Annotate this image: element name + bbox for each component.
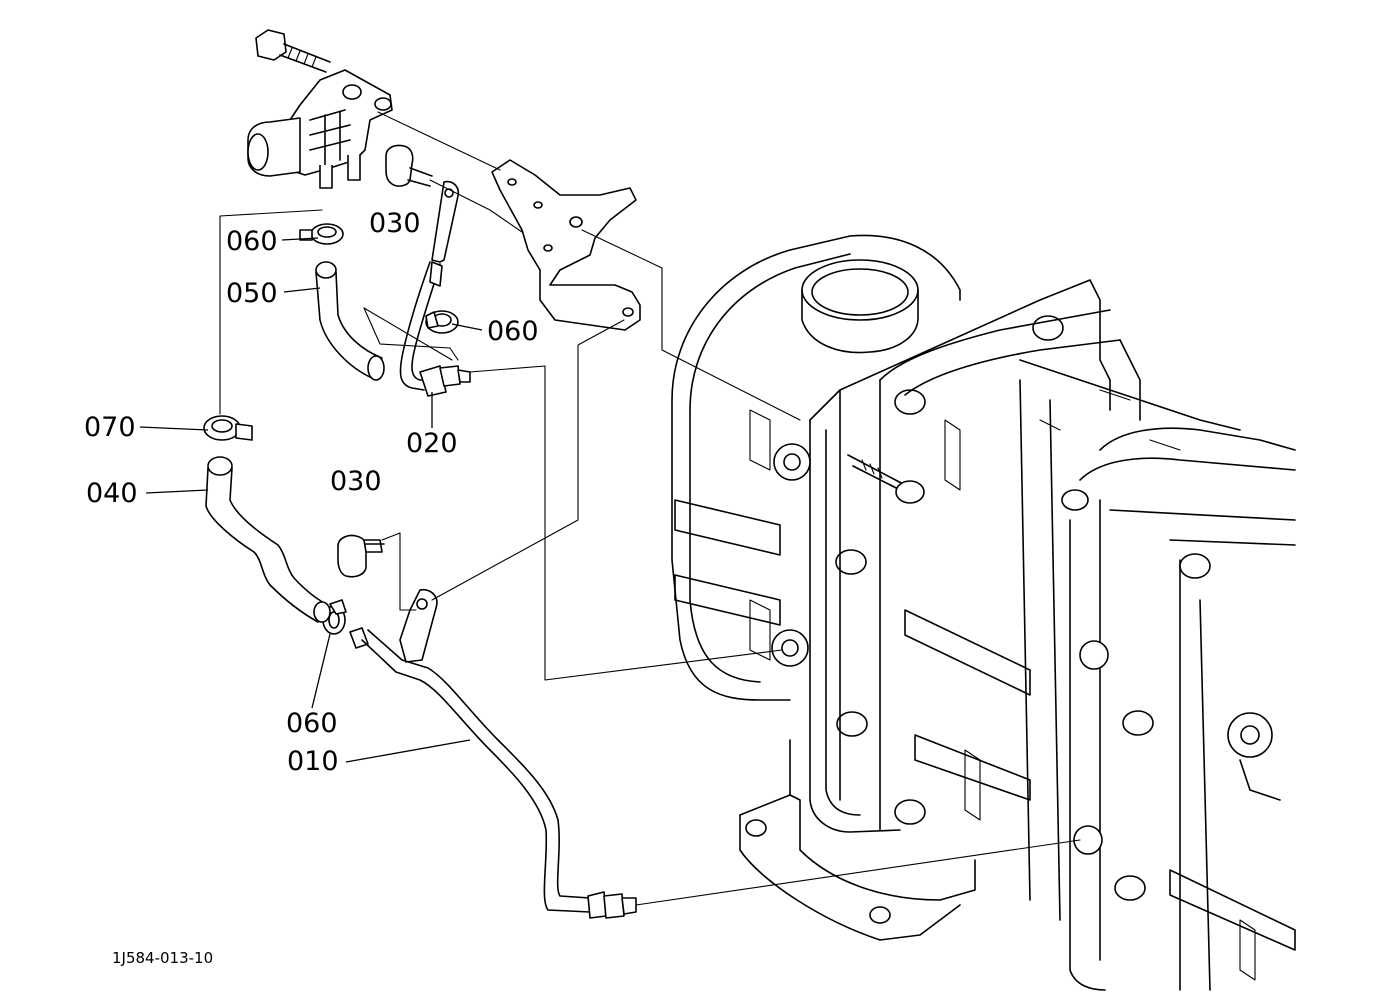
callout-060-right: 060	[487, 316, 539, 347]
assembly-guide-lines	[219, 111, 1081, 906]
callout-040: 040	[86, 478, 138, 509]
hose-clamp-icon	[299, 223, 344, 245]
differential-pressure-sensor-icon	[247, 69, 393, 189]
callout-060-lower: 060	[286, 708, 338, 739]
metal-pipe-icon	[399, 180, 471, 397]
bolt-icon	[385, 144, 433, 187]
bracket-icon	[491, 159, 641, 331]
bolt-icon	[337, 534, 385, 578]
hose-clamp-icon	[425, 310, 459, 334]
callout-030-lower: 030	[330, 466, 382, 497]
dpf-muffler-icon	[671, 234, 1296, 991]
bolt-icon	[255, 29, 331, 73]
callout-030-upper: 030	[369, 208, 421, 239]
rubber-hose-icon	[205, 456, 331, 623]
hose-clamp-icon	[203, 415, 253, 441]
callout-070: 070	[84, 412, 136, 443]
callout-010: 010	[287, 746, 339, 777]
metal-pipe-icon	[349, 588, 637, 919]
callout-020: 020	[406, 428, 458, 459]
callout-060-upper-left: 060	[226, 226, 278, 257]
drawing-code: 1J584-013-10	[112, 949, 213, 967]
leader-lines	[139, 237, 483, 763]
callout-050: 050	[226, 278, 278, 309]
rubber-hose-icon	[315, 261, 385, 381]
